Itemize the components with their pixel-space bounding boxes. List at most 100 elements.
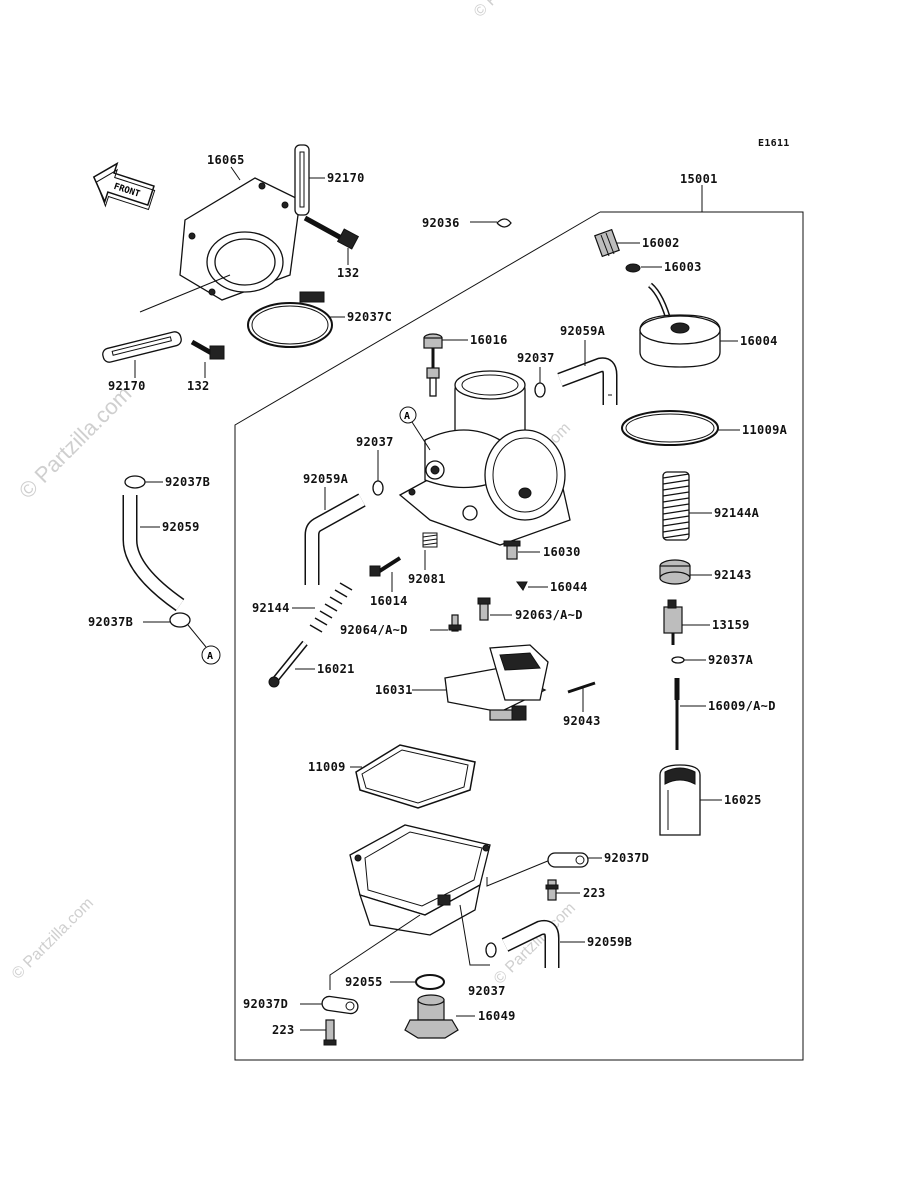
hose-92059 [122,495,185,612]
o-ring-92055 [415,974,445,990]
gasket-11009 [355,744,476,809]
spring-92144 [309,582,353,633]
part-labels: 15001 16065 92170 92036 16002 16003 132 … [88,153,788,1037]
bracket-92037D-left [321,995,359,1015]
label-92037A: 92037A [708,653,754,667]
top-cap-16004 [639,282,721,368]
hose-92059B [501,920,560,968]
label-16065: 16065 [207,153,245,167]
spring-92144A [662,471,690,541]
label-92037B-top: 92037B [165,475,210,489]
label-16003: 16003 [664,260,702,274]
label-92059: 92059 [162,520,200,534]
bolt-132-bottom [190,339,225,360]
leader-line [329,914,421,990]
label-92059A-top: 92059A [560,324,606,338]
label-92144A: 92144A [714,506,760,520]
leader-line [486,857,556,887]
label-92037D-right: 92037D [604,851,649,865]
hose-92059A-left [304,493,366,585]
o-ring-92037A [671,656,685,664]
float-16031 [444,644,549,721]
plate-16044 [516,581,528,591]
leader-line [187,624,207,648]
screw-16021 [268,640,308,688]
diagram-code: E1611 [758,138,790,149]
label-92170-bottom: 92170 [108,379,146,393]
label-132-bottom: 132 [187,379,210,393]
screw-16016 [423,333,443,397]
label-92059B: 92059B [587,935,632,949]
watermark: © Partzilla.com [9,895,97,983]
marker-a-text: A [207,651,213,662]
jet-92063 [477,597,491,621]
label-16021: 16021 [317,662,355,676]
bolt-223-left [323,1019,337,1046]
label-16004: 16004 [740,334,778,348]
carburetor-body [398,370,571,546]
label-13159: 13159 [712,618,750,632]
clip-13159 [663,599,683,645]
nut-16003 [625,263,641,273]
label-16049: 16049 [478,1009,516,1023]
jet-92064 [448,614,462,632]
label-16031: 16031 [375,683,413,697]
jet-16030 [503,540,521,560]
clip-92037-mid [372,480,384,496]
marker-a-text: A [404,411,410,422]
label-15001: 15001 [680,172,718,186]
hose-92059A-top [557,357,618,405]
label-92036: 92036 [422,216,460,230]
label-92059A-left: 92059A [303,472,349,486]
label-92037-mid: 92037 [356,435,394,449]
reference-marker-a: A [201,645,221,665]
watermark: © Partzilla.com [14,381,137,504]
clip-92037B-bottom [169,612,191,628]
clip-92037-top [534,382,546,398]
throttle-valve-16025 [659,764,701,836]
label-92143: 92143 [714,568,752,582]
bracket-92170-top [294,144,310,216]
bolt-223-right [545,879,559,901]
label-92037C: 92037C [347,310,392,324]
label-16014: 16014 [370,594,408,608]
label-92144: 92144 [252,601,290,615]
intake-joint-16065 [179,177,301,301]
label-16044: 16044 [550,580,588,594]
reference-marker-a: A [399,406,417,424]
label-223-right: 223 [583,886,606,900]
label-92037D-left: 92037D [243,997,288,1011]
cap-16002 [594,228,620,258]
retainer-92143 [659,559,691,585]
label-132-top: 132 [337,266,360,280]
label-223-left: 223 [272,1023,295,1037]
leader-line [459,904,490,966]
leader-line [411,421,431,451]
label-16030: 16030 [543,545,581,559]
label-92037-bottom: 92037 [468,984,506,998]
front-arrow-icon: FRONT [92,161,156,211]
label-16016: 16016 [470,333,508,347]
label-92037B-bottom: 92037B [88,615,133,629]
bracket-92037D-right [547,852,589,868]
o-ring-11009A [621,410,719,446]
label-16002: 16002 [642,236,680,250]
label-92055: 92055 [345,975,383,989]
clip-92036 [496,218,512,228]
clip-92037-bottom [485,942,497,958]
label-92170-top: 92170 [327,171,365,185]
bolt-132-top [303,215,360,250]
label-16025: 16025 [724,793,762,807]
label-11009: 11009 [308,760,346,774]
drain-plug-16049 [404,994,459,1039]
pin-92043 [567,681,596,694]
leader-line [230,166,241,181]
label-11009A: 11009A [742,423,788,437]
label-16009: 16009/A~D [708,699,776,713]
bracket-92170-bottom [102,331,182,363]
watermark: © Partzilla.com [491,900,579,988]
label-92064: 92064/A~D [340,623,408,637]
leader-line [139,274,231,313]
assembly-outline [234,211,804,1061]
